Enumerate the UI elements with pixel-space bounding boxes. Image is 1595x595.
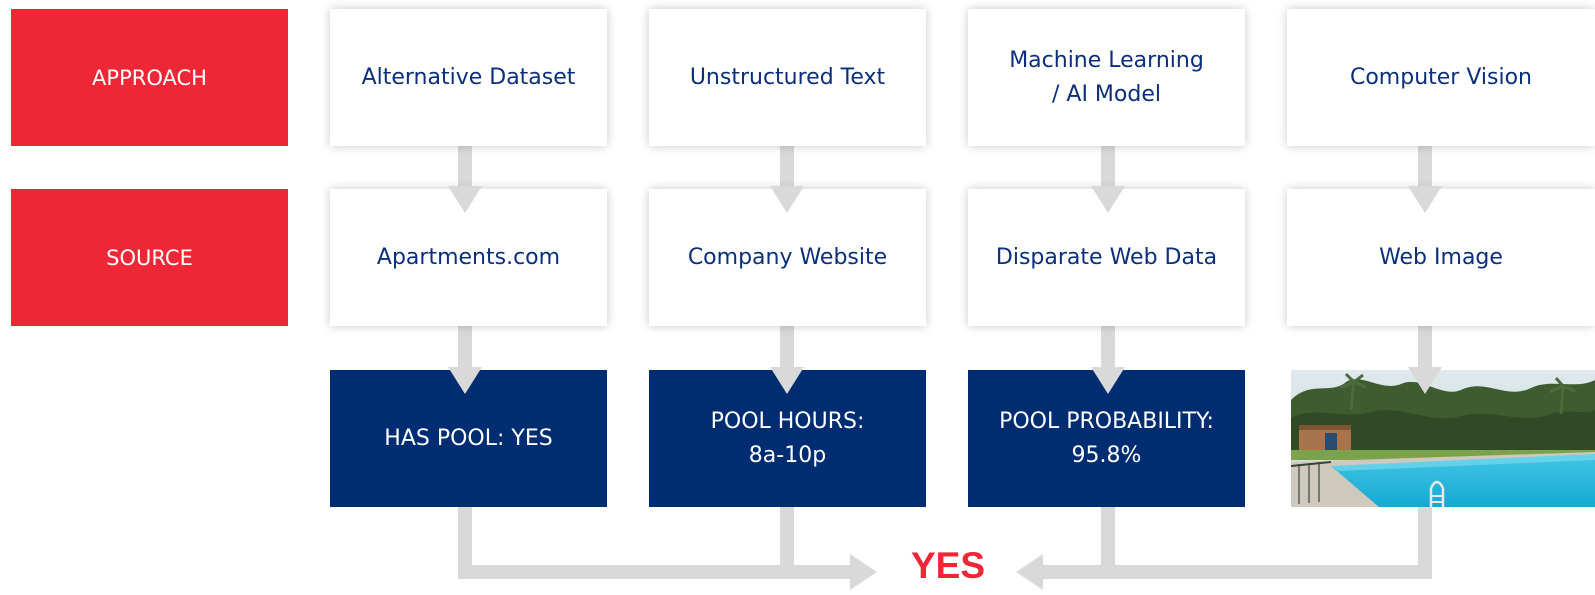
connector-col4-mid [1418,326,1432,376]
connector-left-bar [458,565,853,579]
connector-right-bar [1040,565,1432,579]
arrowhead-down-col4-top [1408,186,1442,213]
arrowhead-down-col3-mid [1091,367,1125,394]
arrowhead-down-col4-mid [1408,367,1442,394]
connector-col1-mid [458,326,472,370]
connector-col4-bottom [1418,500,1432,579]
approach-alternative-dataset: Alternative Dataset [330,9,607,146]
conclusion-yes: YES [910,545,986,586]
arrowhead-down-col3-top [1091,186,1125,213]
arrowhead-left [850,554,877,590]
swimming-pool-photo [1291,370,1595,507]
approach-unstructured-text: Unstructured Text [649,9,926,146]
arrowhead-down-col1-top [448,186,482,213]
connector-col1-top [458,146,472,188]
connector-col2-mid [780,326,794,370]
connector-col2-top [780,146,794,188]
arrowhead-down-col1-mid [448,367,482,394]
approach-computer-vision: Computer Vision [1287,9,1595,146]
connector-col4-top [1418,146,1432,188]
connector-col3-mid [1101,326,1115,370]
arrowhead-right [1016,554,1043,590]
source-label: SOURCE [11,189,288,326]
approach-machine-learning: Machine Learning / AI Model [968,9,1245,146]
result-has-pool: HAS POOL: YES [330,370,607,507]
connector-col3-top [1101,146,1115,188]
arrowhead-down-col2-mid [770,367,804,394]
source-disparate-web-data: Disparate Web Data [968,189,1245,326]
connector-col2-bottom [780,507,794,579]
arrowhead-down-col2-top [770,186,804,213]
connector-col1-bottom [458,507,472,579]
connector-col3-bottom [1101,507,1115,579]
approach-label: APPROACH [11,9,288,146]
